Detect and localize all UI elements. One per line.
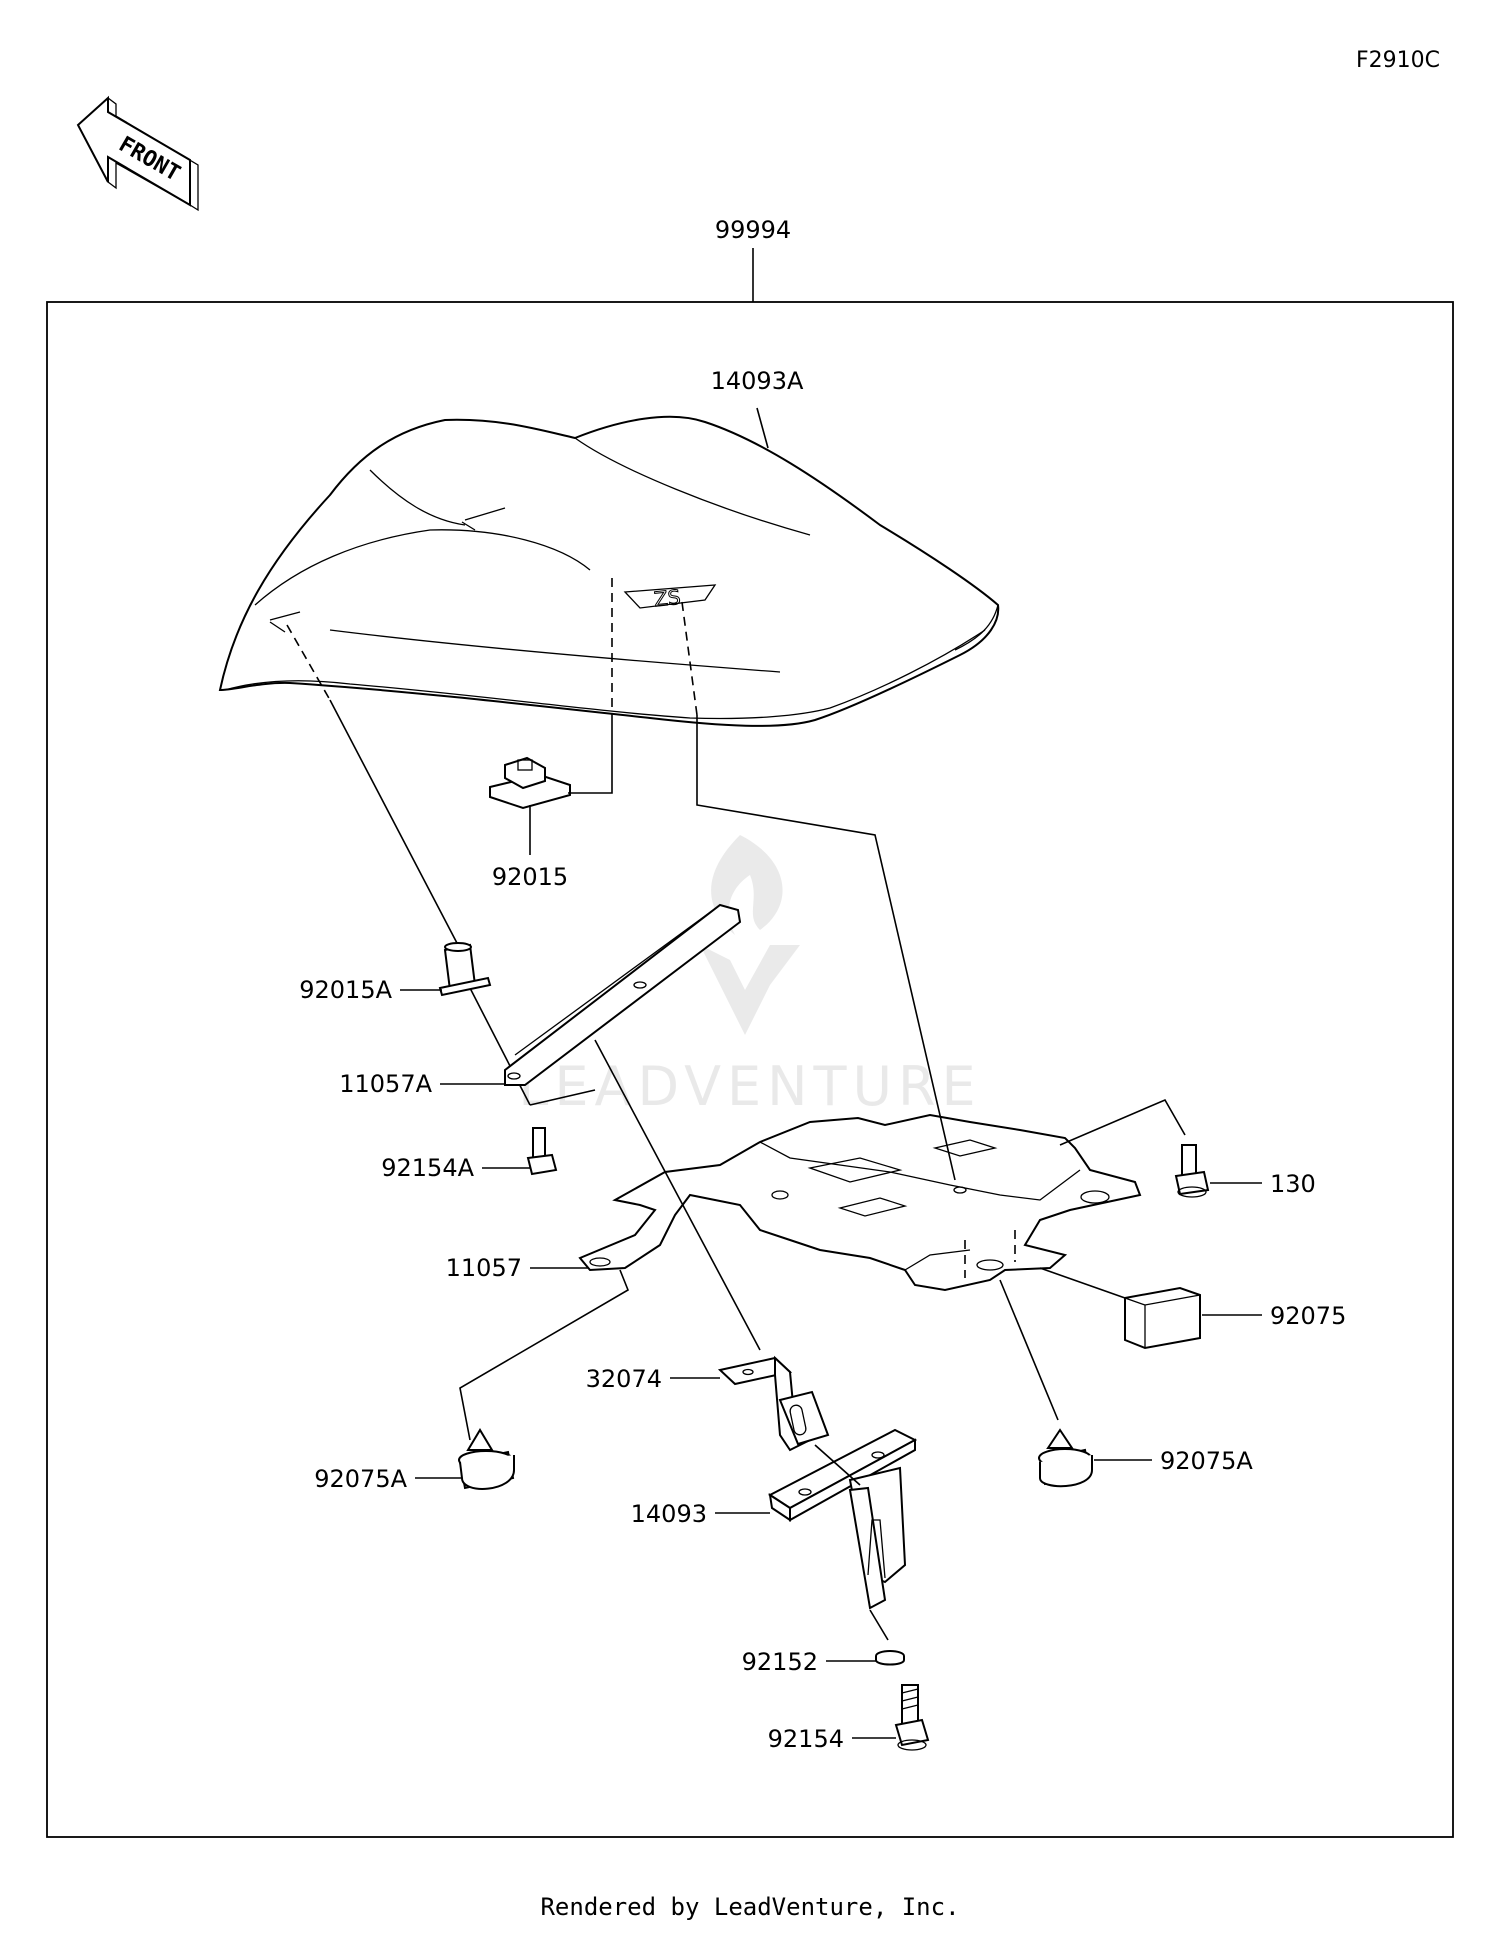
watermark-text: LEADVENTURE <box>518 1055 981 1118</box>
label-92075: 92075 <box>1270 1302 1346 1330</box>
assembly-frame <box>46 301 1454 1838</box>
label-32074: 32074 <box>586 1365 662 1393</box>
latch-32074 <box>717 1355 830 1452</box>
label-11057: 11057 <box>446 1254 522 1282</box>
guide-14093 <box>768 1428 918 1610</box>
damper-92075A-right <box>1038 1428 1093 1488</box>
collar-92015A <box>438 942 492 997</box>
watermark: LEADVENTURE <box>518 835 981 1118</box>
label-92152: 92152 <box>742 1648 818 1676</box>
bolt-130 <box>1174 1144 1210 1198</box>
label-92075A-right: 92075A <box>1160 1447 1253 1475</box>
label-92154A: 92154A <box>381 1154 474 1182</box>
seat-cowl: ZS <box>218 415 1000 727</box>
svg-text:ZS: ZS <box>653 585 682 612</box>
label-14093: 14093 <box>631 1500 707 1528</box>
label-11057A: 11057A <box>339 1070 432 1098</box>
bracket-11057A <box>504 903 742 1086</box>
bolt-92154A <box>526 1127 558 1176</box>
footer-credit: Rendered by LeadVenture, Inc. <box>540 1893 960 1921</box>
label-14093A: 14093A <box>711 367 804 395</box>
label-130: 130 <box>1270 1170 1316 1198</box>
rubber-pad-92075 <box>1124 1286 1201 1350</box>
label-99994: 99994 <box>715 216 791 244</box>
front-arrow-icon: FRONT <box>76 95 199 212</box>
label-92015A: 92015A <box>299 976 392 1004</box>
diagram-code: F2910C <box>1356 48 1441 73</box>
damper-92075A-left <box>458 1428 515 1490</box>
clip-nut-92015 <box>489 756 571 810</box>
bracket-11057 <box>578 1113 1142 1292</box>
label-92154: 92154 <box>768 1725 844 1753</box>
bolt-92154 <box>894 1684 930 1751</box>
label-92075A-left: 92075A <box>314 1465 407 1493</box>
washer-92152 <box>875 1650 905 1666</box>
label-92015: 92015 <box>492 863 568 891</box>
